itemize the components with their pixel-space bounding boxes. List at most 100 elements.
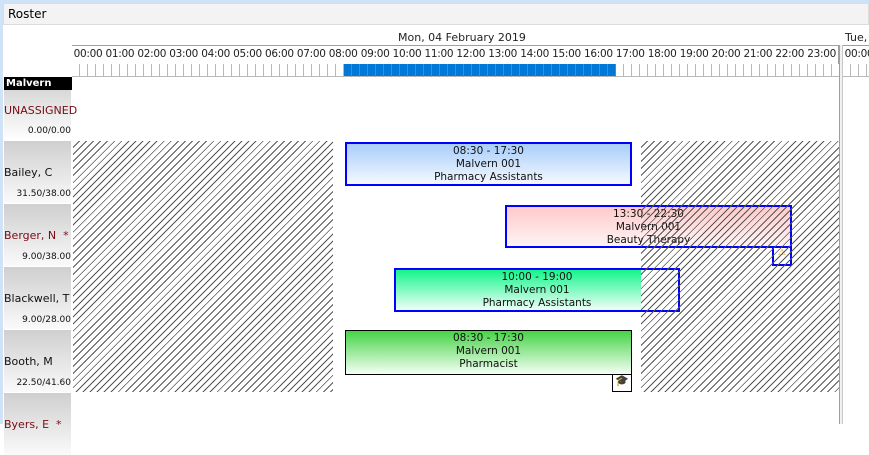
time-slot[interactable] xyxy=(328,64,336,77)
time-slot[interactable] xyxy=(432,64,440,77)
time-slot[interactable] xyxy=(656,64,664,77)
time-slot[interactable] xyxy=(768,64,776,77)
time-slot[interactable] xyxy=(592,64,600,77)
time-slot[interactable] xyxy=(608,64,616,77)
time-slot[interactable] xyxy=(696,64,704,77)
time-slot[interactable] xyxy=(456,64,464,77)
time-slot[interactable] xyxy=(120,64,128,77)
time-slot[interactable] xyxy=(672,64,680,77)
time-slot[interactable] xyxy=(568,64,576,77)
time-slot[interactable] xyxy=(680,64,688,77)
time-slot[interactable] xyxy=(584,64,592,77)
time-slot[interactable] xyxy=(800,64,808,77)
time-slot[interactable] xyxy=(760,64,768,77)
time-slot[interactable] xyxy=(464,64,472,77)
time-slot[interactable] xyxy=(528,64,536,77)
time-slot[interactable] xyxy=(843,64,851,77)
time-slot[interactable] xyxy=(576,64,584,77)
time-slot[interactable] xyxy=(352,64,360,77)
time-slot[interactable] xyxy=(424,64,432,77)
time-slot[interactable] xyxy=(192,64,200,77)
time-slot[interactable] xyxy=(851,64,859,77)
time-slot[interactable] xyxy=(80,64,88,77)
time-slot[interactable] xyxy=(200,64,208,77)
time-slot[interactable] xyxy=(808,64,816,77)
time-slot[interactable] xyxy=(216,64,224,77)
time-slot[interactable] xyxy=(400,64,408,77)
time-slot[interactable] xyxy=(867,64,869,77)
time-slot[interactable] xyxy=(752,64,760,77)
time-slot[interactable] xyxy=(480,64,488,77)
shift-bailey[interactable]: 08:30 - 17:30 Malvern 001 Pharmacy Assis… xyxy=(345,142,632,186)
time-slot[interactable] xyxy=(112,64,120,77)
time-slot[interactable] xyxy=(776,64,784,77)
time-slot[interactable] xyxy=(152,64,160,77)
time-slot[interactable] xyxy=(624,64,632,77)
time-slot[interactable] xyxy=(784,64,792,77)
time-slot[interactable] xyxy=(184,64,192,77)
time-slot[interactable] xyxy=(704,64,712,77)
time-slot[interactable] xyxy=(472,64,480,77)
time-slot[interactable] xyxy=(232,64,240,77)
time-slot[interactable] xyxy=(859,64,867,77)
time-slot[interactable] xyxy=(648,64,656,77)
time-slot[interactable] xyxy=(448,64,456,77)
time-ruler-day2[interactable]: 00:00 xyxy=(843,45,869,77)
shift-blackwell[interactable]: 10:00 - 19:00 Malvern 001 Pharmacy Assis… xyxy=(394,268,680,312)
time-slot[interactable] xyxy=(496,64,504,77)
time-slot[interactable] xyxy=(440,64,448,77)
time-slot[interactable] xyxy=(360,64,368,77)
employee-row-header[interactable]: Byers, E * xyxy=(4,393,71,455)
time-slot[interactable] xyxy=(600,64,608,77)
time-slot[interactable] xyxy=(384,64,392,77)
time-slot[interactable] xyxy=(144,64,152,77)
time-slot[interactable] xyxy=(344,64,352,77)
time-slot[interactable] xyxy=(536,64,544,77)
time-slot[interactable] xyxy=(792,64,800,77)
time-slot[interactable] xyxy=(136,64,144,77)
time-slot[interactable] xyxy=(176,64,184,77)
time-slot[interactable] xyxy=(272,64,280,77)
time-slot[interactable] xyxy=(264,64,272,77)
time-slot[interactable] xyxy=(720,64,728,77)
employee-row-header[interactable]: Booth, M 22.50/41.60 xyxy=(4,330,71,392)
time-slot[interactable] xyxy=(320,64,328,77)
time-slot[interactable] xyxy=(688,64,696,77)
time-slot[interactable] xyxy=(96,64,104,77)
time-slot[interactable] xyxy=(224,64,232,77)
time-slot[interactable] xyxy=(616,64,624,77)
time-slot[interactable] xyxy=(296,64,304,77)
time-slot[interactable] xyxy=(408,64,416,77)
shift-booth[interactable]: 08:30 - 17:30 Malvern 001 Pharmacist xyxy=(345,330,632,375)
time-slot[interactable] xyxy=(312,64,320,77)
time-slot[interactable] xyxy=(336,64,344,77)
time-slot[interactable] xyxy=(664,64,672,77)
time-slot[interactable] xyxy=(128,64,136,77)
employee-row-header[interactable]: UNASSIGNED 0.00/0.00 xyxy=(4,90,77,140)
time-slot[interactable] xyxy=(552,64,560,77)
time-slot[interactable] xyxy=(376,64,384,77)
time-slot[interactable] xyxy=(256,64,264,77)
shift-booth-tab[interactable]: 🎓 xyxy=(612,372,632,392)
time-slot[interactable] xyxy=(728,64,736,77)
time-slot[interactable] xyxy=(240,64,248,77)
time-slot[interactable] xyxy=(368,64,376,77)
time-slot[interactable] xyxy=(504,64,512,77)
time-slot[interactable] xyxy=(632,64,640,77)
time-slot[interactable] xyxy=(520,64,528,77)
time-slot[interactable] xyxy=(488,64,496,77)
employee-row-header[interactable]: Bailey, C 31.50/38.00 xyxy=(4,141,71,203)
time-slot[interactable] xyxy=(160,64,168,77)
employee-row-header[interactable]: Blackwell, T 9.00/28.00 xyxy=(4,267,71,329)
time-slot[interactable] xyxy=(416,64,424,77)
time-slot[interactable] xyxy=(88,64,96,77)
time-slot[interactable] xyxy=(104,64,112,77)
time-slot[interactable] xyxy=(168,64,176,77)
time-slot[interactable] xyxy=(544,64,552,77)
time-slot[interactable] xyxy=(208,64,216,77)
time-slot[interactable] xyxy=(288,64,296,77)
time-slot[interactable] xyxy=(640,64,648,77)
shift-berger[interactable]: 13:30 - 22:30 Malvern 001 Beauty Therapy xyxy=(505,205,792,248)
time-slot[interactable] xyxy=(736,64,744,77)
